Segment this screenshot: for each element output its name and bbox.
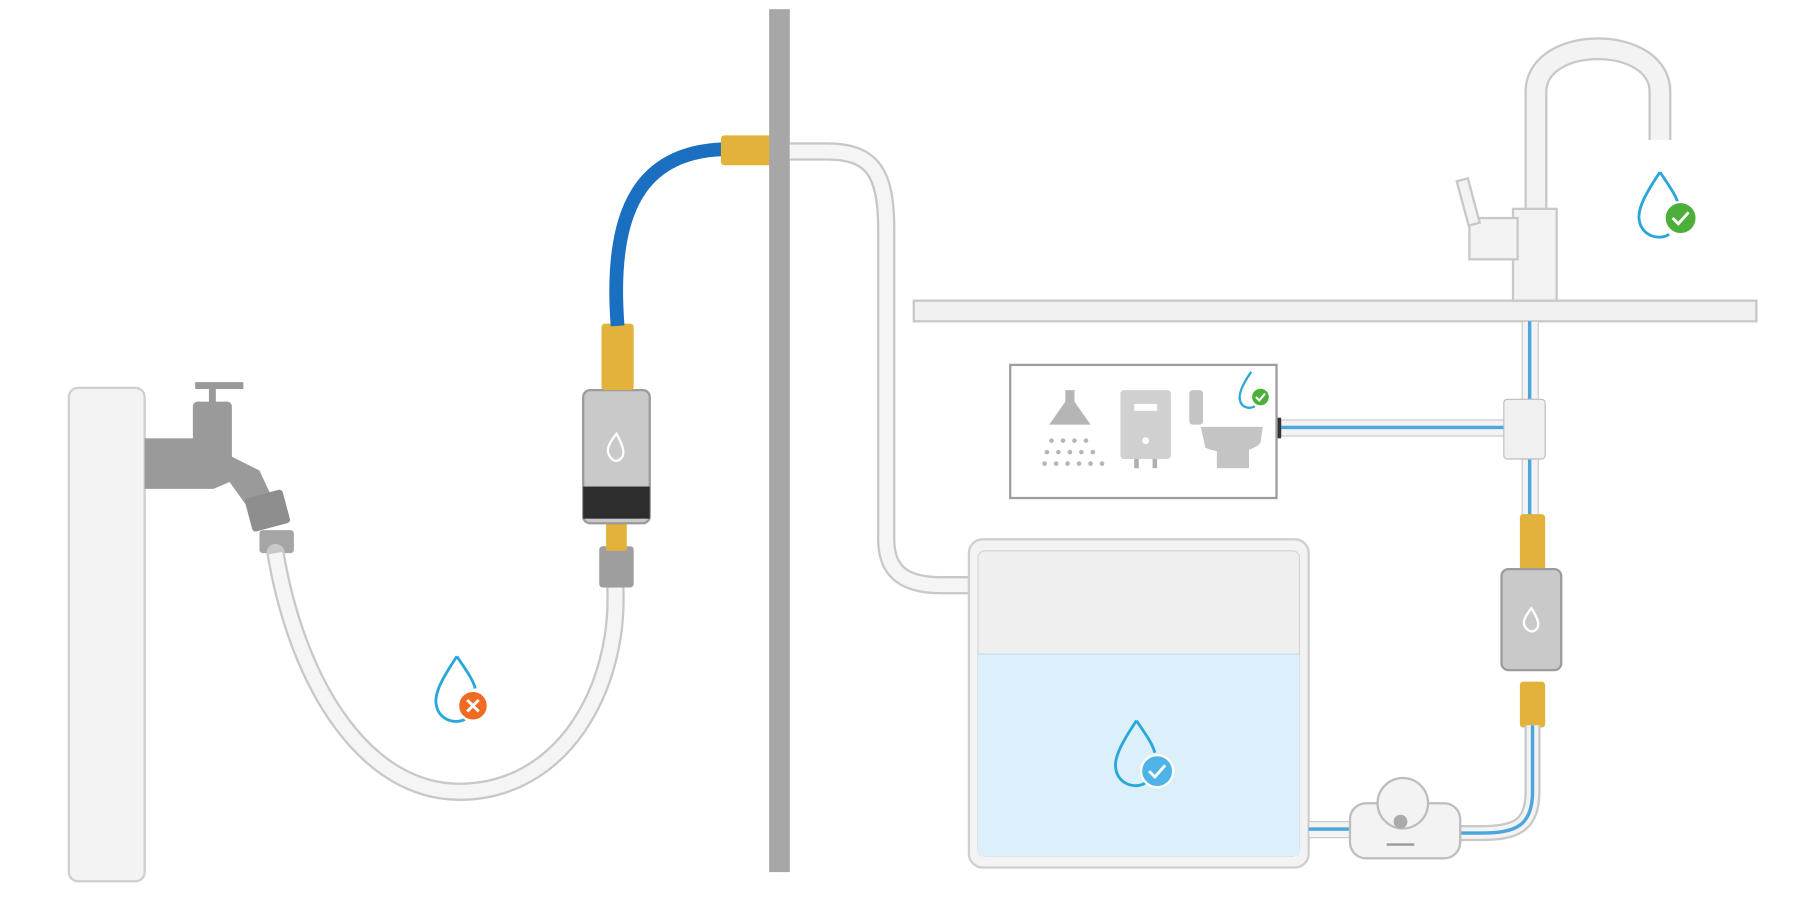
supply-line (1274, 320, 1563, 842)
garden-tap (144, 382, 294, 554)
countertop (912, 299, 1758, 323)
outdoor-post (67, 386, 146, 883)
outdoor-water-filter (582, 323, 651, 588)
water-heater-icon (1120, 390, 1171, 469)
water-drop-safe-icon (1238, 371, 1271, 409)
kitchen-faucet (1455, 37, 1672, 302)
wall-fitting (720, 135, 772, 166)
toilet-icon (1189, 390, 1263, 469)
water-tank (967, 538, 1310, 869)
water-drop-safe-icon (1637, 171, 1698, 239)
pump (1348, 776, 1462, 860)
household-appliances-panel (1009, 363, 1278, 500)
water-drop-unsafe-icon (434, 655, 490, 723)
blue-connector-hose (609, 142, 731, 327)
water-drop-safe-icon (1114, 719, 1175, 789)
shower-icon (1042, 390, 1105, 466)
wall (769, 9, 790, 873)
